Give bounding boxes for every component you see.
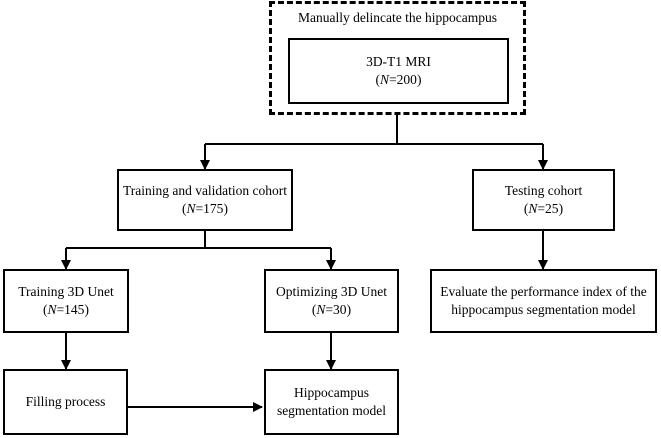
- node-train-val-title: Training and validation cohort: [122, 183, 288, 198]
- node-optimizing-3d-unet: Optimizing 3D Unet (N=30): [264, 269, 399, 333]
- node-train-count: (N=145): [43, 302, 89, 317]
- node-mri: 3D-T1 MRI (N=200): [288, 38, 509, 104]
- manual-delineation-label: Manually delincate the hippocampus: [297, 10, 498, 25]
- node-training-3d-unet: Training 3D Unet (N=145): [3, 269, 129, 333]
- node-testing-cohort: Testing cohort (N=25): [472, 169, 615, 231]
- node-test-title: Testing cohort: [504, 183, 583, 198]
- node-evaluate-line2: hippocampus segmentation model: [451, 302, 636, 317]
- edge-mri-split: [205, 114, 543, 145]
- node-filling-title: Filling process: [25, 394, 106, 409]
- node-model-line2: segmentation model: [276, 403, 387, 418]
- node-evaluate-performance: Evaluate the performance index of the hi…: [430, 269, 657, 333]
- node-mri-title: 3D-T1 MRI: [366, 54, 431, 69]
- node-segmentation-model: Hippocampus segmentation model: [264, 369, 399, 435]
- edge-trainval-split: [66, 231, 331, 249]
- node-mri-count: (N=200): [375, 72, 422, 87]
- node-optimize-title: Optimizing 3D Unet: [276, 284, 387, 299]
- node-evaluate-line1: Evaluate the performance index of the: [440, 284, 647, 299]
- node-train-title: Training 3D Unet: [18, 284, 114, 299]
- node-test-count: (N=25): [523, 201, 564, 216]
- node-training-validation-cohort: Training and validation cohort (N=175): [117, 169, 293, 231]
- node-filling-process: Filling process: [3, 369, 128, 435]
- node-train-val-count: (N=175): [182, 201, 228, 216]
- manual-delineation-group: [269, 1, 526, 115]
- node-optimize-count: (N=30): [311, 302, 352, 317]
- node-model-line1: Hippocampus: [294, 385, 369, 400]
